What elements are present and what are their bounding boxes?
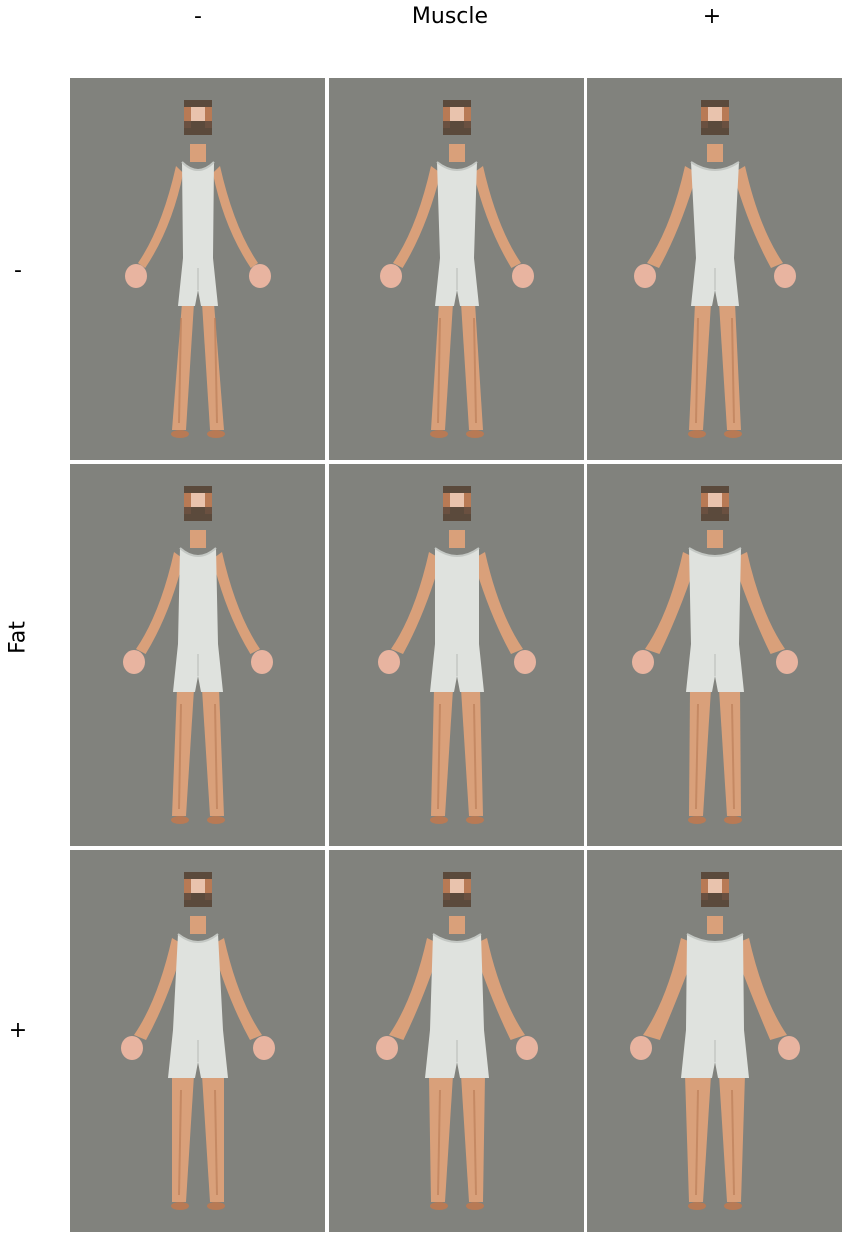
figure-cell-fat-1-muscle1	[587, 78, 842, 460]
figure-cell-fat0-muscle1	[587, 464, 842, 846]
body-figure	[630, 872, 800, 1210]
body-figure	[634, 100, 796, 438]
body-figure	[377, 486, 536, 824]
figure-cell-fat1-muscle0	[328, 850, 584, 1232]
figure-cell-fat1-muscle-1	[70, 850, 325, 1232]
body-figure	[632, 486, 798, 824]
figure-cell-fat0-muscle-1	[70, 464, 325, 846]
fat-high-label: +	[8, 1018, 28, 1043]
figure-cell-fat0-muscle0	[328, 464, 584, 846]
body-figure	[123, 486, 273, 824]
body-figure	[379, 100, 534, 438]
muscle-high-label: +	[702, 4, 722, 29]
fat-axis-title: Fat	[5, 621, 31, 654]
body-figure	[121, 872, 275, 1210]
figure-cell-fat1-muscle1	[587, 850, 842, 1232]
fat-low-label: -	[14, 258, 22, 283]
figure-cell-fat-1-muscle0	[328, 78, 584, 460]
muscle-axis-title: Muscle	[411, 4, 489, 29]
muscle-low-label: -	[194, 4, 202, 29]
body-figure	[125, 100, 271, 438]
body-shape-grid	[70, 78, 842, 1232]
figure-cell-fat-1-muscle-1	[70, 78, 325, 460]
body-figure	[375, 872, 538, 1210]
